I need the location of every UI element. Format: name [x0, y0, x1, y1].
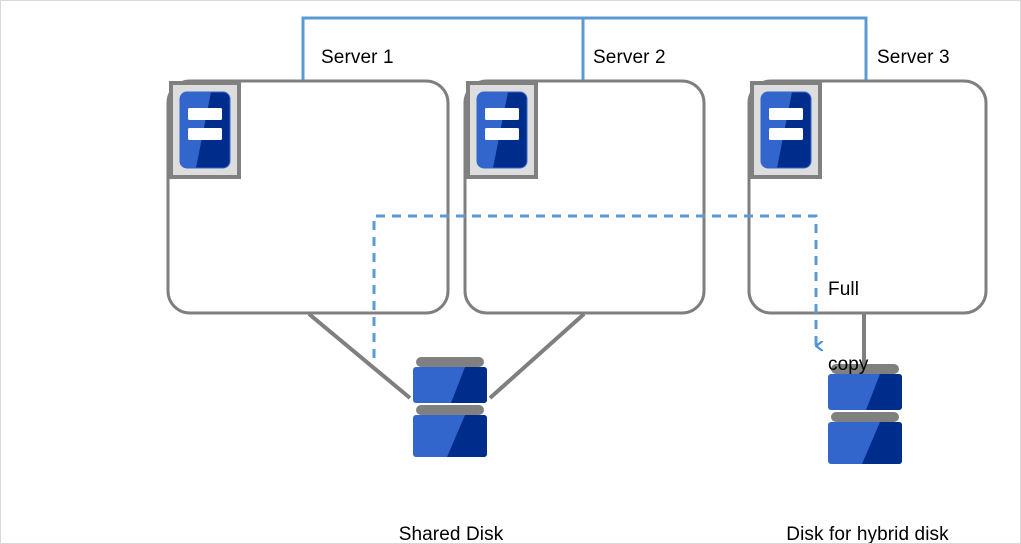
- server-icon: [752, 83, 821, 178]
- full-copy-annotation: Full copy: [828, 227, 869, 427]
- right-disk-label-line-1: Disk for hybrid disk: [786, 524, 949, 544]
- server-1-label: Server 1: [321, 47, 394, 68]
- full-copy-line-1: Full: [828, 279, 860, 300]
- shared-disk-label: Shared Disk for hybrid disk resource: [311, 472, 591, 544]
- server-2-label: Server 2: [593, 47, 666, 68]
- full-copy-line-2: copy: [828, 354, 869, 375]
- server-icon: [171, 83, 240, 178]
- disk-icon: [413, 357, 487, 457]
- right-disk-label: Disk for hybrid disk resource: [749, 472, 986, 544]
- full-copy-dashed-arrow: [372, 214, 816, 358]
- shared-disk-label-line-1: Shared Disk: [398, 524, 504, 544]
- network-interconnect: [301, 16, 868, 80]
- server-3-label: Server 3: [877, 47, 950, 68]
- server-icon: [468, 83, 537, 178]
- shared-disk-connectors: [307, 312, 586, 400]
